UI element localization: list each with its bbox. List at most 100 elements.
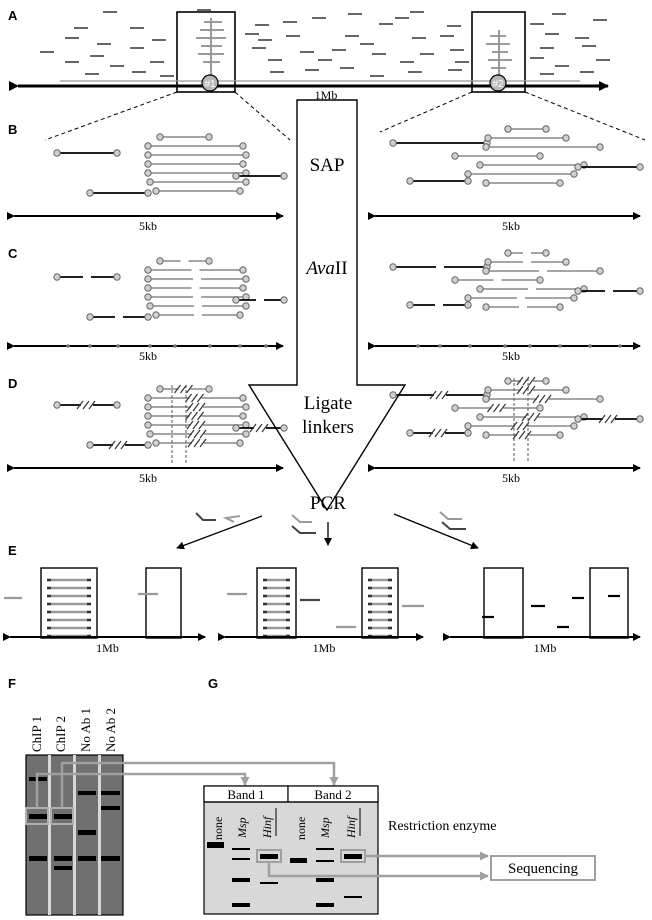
gel-band <box>232 848 250 850</box>
linker-mark <box>429 390 449 400</box>
gel-band <box>232 858 250 860</box>
gel-band <box>78 830 96 835</box>
gel-band <box>101 791 120 795</box>
dna-fragment <box>144 142 247 150</box>
fragment-end <box>556 179 564 187</box>
scattered-fragments <box>40 9 610 77</box>
linker-mark <box>428 428 448 438</box>
step-avaii: AvaII <box>304 258 347 279</box>
dna-fragment <box>152 187 244 195</box>
primer-right-grey <box>439 511 462 520</box>
scale-label-left: 5kb <box>139 349 157 363</box>
fragment-end <box>562 134 570 142</box>
fragment-end <box>146 302 154 310</box>
gel-band <box>232 903 250 907</box>
step-pcr: PCR <box>310 493 346 514</box>
step-avaii-rest: II <box>335 258 348 279</box>
restriction-site <box>88 344 92 348</box>
dna-fragment <box>406 301 472 309</box>
fragment-end <box>280 172 288 180</box>
fragment-end <box>574 415 582 423</box>
dna-fragment <box>232 172 288 180</box>
dna-fragment <box>156 257 213 265</box>
pcr-arrows <box>176 511 479 550</box>
fragment-end <box>232 296 240 304</box>
fragment-end <box>205 257 213 265</box>
scale-label-right: 5kb <box>502 219 520 233</box>
gel-band <box>316 860 334 862</box>
lane-divider <box>73 755 76 915</box>
fragment-end <box>144 160 152 168</box>
fragment-end <box>86 189 94 197</box>
fragment-end <box>146 430 154 438</box>
restriction-site <box>264 344 268 348</box>
fragment-end <box>636 415 644 423</box>
fragment-end <box>476 413 484 421</box>
step-ligate-line2: linkers <box>302 417 354 438</box>
lane-label-noab2: No Ab 2 <box>103 708 118 752</box>
fragment-end <box>239 284 247 292</box>
site-1-marker <box>201 74 219 92</box>
fragment-end <box>536 276 544 284</box>
linker-mark <box>174 384 193 394</box>
fragment-end <box>239 394 247 402</box>
enrichment-region-1: 1Mb <box>218 567 424 655</box>
g-lane-hinf-2: Hinf <box>344 815 358 839</box>
dna-fragment <box>144 160 247 168</box>
fragment-end <box>113 149 121 157</box>
gel-band <box>316 903 334 907</box>
dna-fragment <box>406 177 472 185</box>
linker-mark <box>516 385 536 395</box>
dna-fragment <box>152 311 244 319</box>
g-lane-none-1: none <box>211 817 225 840</box>
fragment-end <box>239 412 247 420</box>
panel-label-d: D <box>8 376 17 391</box>
gel-band <box>29 814 47 819</box>
step-avaii-italic: Ava <box>304 258 335 279</box>
lane-label-chip2: ChIP 2 <box>53 716 68 752</box>
fragment-end <box>464 422 472 430</box>
fragment-end <box>144 412 152 420</box>
fragment-end <box>389 263 397 271</box>
dna-fragment <box>53 273 121 281</box>
dna-fragment <box>482 394 604 404</box>
sequencing-box <box>490 855 596 881</box>
restriction-site <box>148 344 152 348</box>
fragment-end <box>476 161 484 169</box>
restriction-site <box>66 344 70 348</box>
dna-fragment <box>482 179 564 187</box>
sequencing-connectors <box>267 851 489 881</box>
band-2-label: Band 2 <box>314 787 351 802</box>
fragment-end <box>570 170 578 178</box>
linker-mark <box>521 412 541 422</box>
fragment-end <box>504 125 512 133</box>
fragment-end <box>574 287 582 295</box>
connector-to-sequencing-1 <box>267 862 489 881</box>
dna-fragment <box>406 428 472 438</box>
dna-fragment <box>464 170 578 178</box>
restriction-enzyme-label: Restriction enzyme <box>388 819 496 834</box>
dna-fragment <box>504 249 550 257</box>
fragment-end <box>144 151 152 159</box>
fragment-end <box>389 391 397 399</box>
fragment-end <box>504 249 512 257</box>
restriction-site <box>468 344 472 348</box>
fragment-end <box>556 303 564 311</box>
gel-g-bands <box>207 842 362 907</box>
fragment-end <box>596 267 604 275</box>
linker-mark <box>487 403 506 413</box>
fragment-end <box>542 377 550 385</box>
linker-hatches <box>171 378 529 465</box>
fragment-end <box>570 422 578 430</box>
fragment-end <box>144 169 152 177</box>
site-2-label: #2 <box>492 79 504 90</box>
fragment-end <box>570 294 578 302</box>
scale-label-left: 5kb <box>139 471 157 485</box>
dna-fragment <box>156 384 213 394</box>
site-box <box>483 567 524 639</box>
fragment-end <box>536 152 544 160</box>
connector-band2 <box>60 761 339 808</box>
primer-mid-dark <box>291 525 316 534</box>
